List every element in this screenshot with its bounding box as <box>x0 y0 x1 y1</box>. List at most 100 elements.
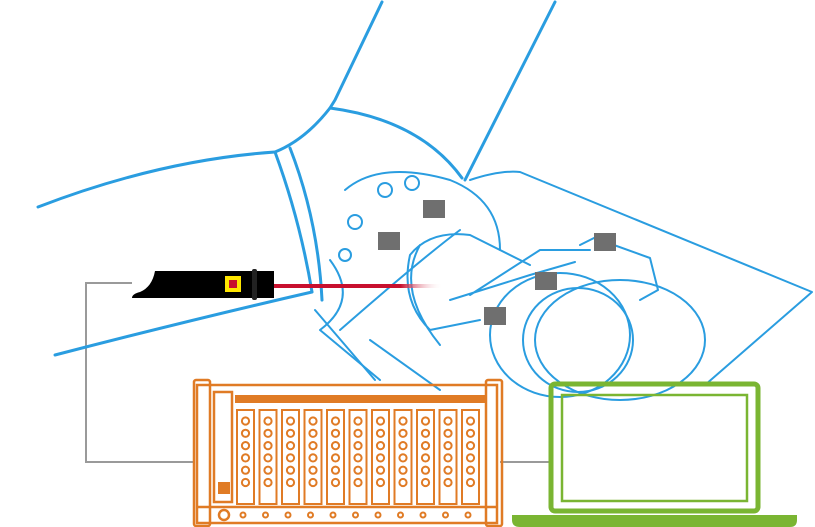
gearbox-ring-inner <box>522 287 634 393</box>
rack-top-bar <box>235 395 485 403</box>
bottom-connector <box>397 511 404 519</box>
wind-turbine-drivetrain <box>36 0 813 401</box>
input-connector <box>443 465 453 475</box>
input-connector <box>443 477 453 488</box>
input-connector <box>398 428 408 438</box>
input-connector <box>375 465 386 475</box>
input-connector <box>240 453 251 463</box>
input-connector <box>353 465 363 475</box>
input-module <box>371 409 390 505</box>
bottom-connector <box>374 511 382 519</box>
input-module <box>438 409 458 505</box>
laser-beam <box>273 284 443 288</box>
hub-bolt <box>404 175 420 191</box>
input-connector <box>375 416 386 426</box>
input-module <box>416 409 435 505</box>
module-card <box>258 409 278 505</box>
input-connector <box>308 477 318 488</box>
input-connector <box>465 453 476 463</box>
input-connector <box>375 441 386 451</box>
input-connector <box>353 477 363 488</box>
bottom-connector <box>329 511 337 519</box>
input-module <box>303 409 323 505</box>
power-button <box>217 508 231 522</box>
data-acquisition-rack[interactable] <box>192 378 504 527</box>
main-shaft <box>406 233 531 346</box>
module-card <box>281 409 300 505</box>
input-connector <box>465 441 476 451</box>
input-connector <box>420 465 431 475</box>
laser-cap-ring <box>252 269 257 300</box>
input-connector <box>443 416 453 426</box>
bottom-connector <box>307 511 314 519</box>
module-card <box>416 409 435 505</box>
input-connector <box>308 441 318 451</box>
input-connector <box>443 441 453 451</box>
input-connector <box>285 465 296 475</box>
laser-sensor[interactable] <box>132 269 443 300</box>
input-connector <box>420 477 431 488</box>
accelerometer-sensor <box>378 232 400 250</box>
input-connector <box>398 477 408 488</box>
input-connector <box>398 441 408 451</box>
module-card <box>236 409 255 505</box>
input-connector <box>240 428 251 438</box>
input-connector <box>398 453 408 463</box>
module-card <box>371 409 390 505</box>
input-connector <box>263 477 273 488</box>
accelerometer-sensor <box>423 200 445 218</box>
bottom-connector <box>284 511 292 519</box>
input-module <box>348 409 368 505</box>
input-connector <box>330 465 341 475</box>
input-connector <box>330 416 341 426</box>
input-connector <box>353 416 363 426</box>
input-module <box>281 409 300 505</box>
laser-cable <box>85 282 195 463</box>
module-card <box>393 409 413 505</box>
input-connector <box>465 465 476 475</box>
laptop[interactable] <box>512 381 797 527</box>
input-connector <box>263 441 273 451</box>
module-card <box>438 409 458 505</box>
rack-frame <box>195 383 499 525</box>
laptop-base <box>512 515 797 527</box>
input-connector <box>263 453 273 463</box>
input-connector <box>308 416 318 426</box>
upper-blade <box>328 0 557 182</box>
hub-flange <box>319 171 501 381</box>
input-connector <box>240 416 251 426</box>
input-connector <box>465 416 476 426</box>
accelerometer-sensor <box>484 307 506 325</box>
cables <box>85 282 552 463</box>
input-module <box>236 409 255 505</box>
input-connector <box>263 428 273 438</box>
input-connector <box>308 453 318 463</box>
input-connector <box>285 416 296 426</box>
input-connector <box>443 453 453 463</box>
gearbox-body <box>534 279 706 401</box>
input-connector <box>353 453 363 463</box>
input-connector <box>420 453 431 463</box>
input-connector <box>240 477 251 488</box>
input-connector <box>330 477 341 488</box>
bottom-connector <box>239 511 247 519</box>
input-module <box>258 409 278 505</box>
input-connector <box>263 465 273 475</box>
input-module <box>461 409 480 505</box>
bottom-connector <box>442 511 449 519</box>
input-connector <box>285 477 296 488</box>
module-card <box>303 409 323 505</box>
input-connector <box>308 428 318 438</box>
bottom-connector <box>464 511 472 519</box>
bottom-connector <box>419 511 427 519</box>
nacelle-frame <box>314 170 813 391</box>
input-connector <box>420 441 431 451</box>
gearbox-housing <box>449 234 601 301</box>
rack-right-handle <box>484 378 504 527</box>
left-blade <box>36 150 314 357</box>
input-connector <box>285 441 296 451</box>
input-connector <box>443 428 453 438</box>
controller-module <box>212 390 234 504</box>
input-connector <box>375 428 386 438</box>
module-card <box>326 409 345 505</box>
